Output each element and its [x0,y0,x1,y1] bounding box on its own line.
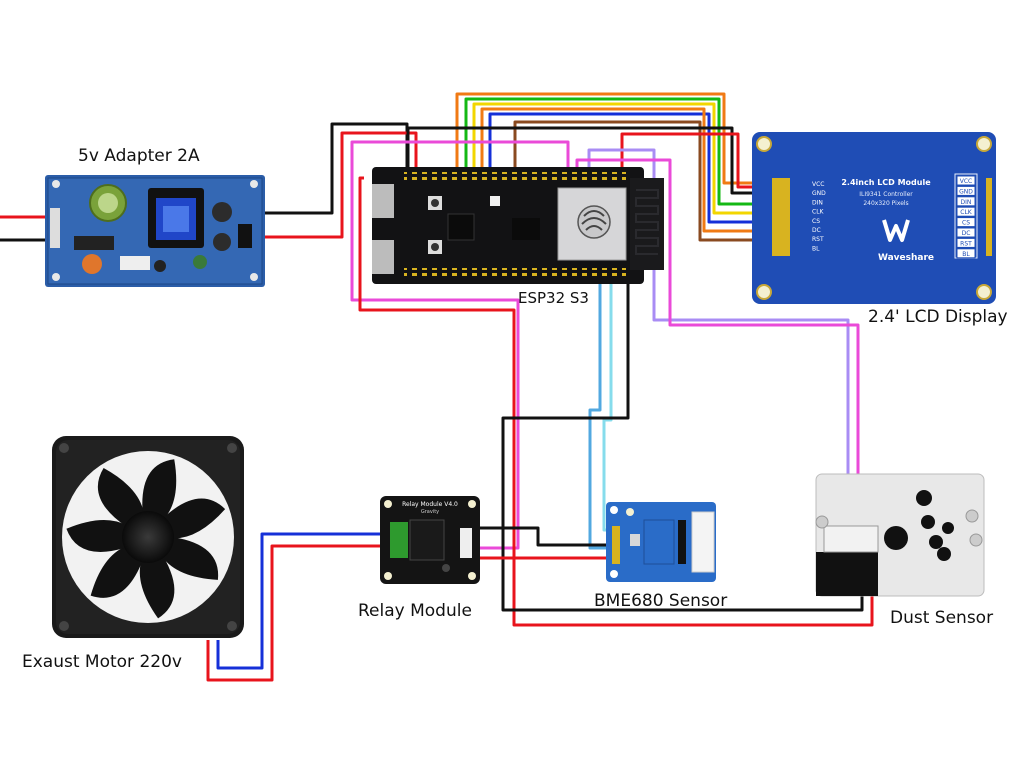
wire-bme-lightblue [588,284,612,550]
fan-blade [66,519,127,552]
lcd-controller: ILI9341 Controller [859,191,913,198]
lcd-left-pin-label: DIN [812,199,823,206]
dust-label: Dust Sensor [890,608,994,628]
lcd-brand: Waveshare [878,253,934,263]
lcd-left-pin-label: CS [812,218,820,225]
esp32-board [372,167,664,284]
lcd-pin-label: CS [962,220,970,227]
fan-blades [66,459,226,619]
wire-bme-cyan [602,284,613,532]
lcd-pin-labels: VCC GND DIN CLK CS DC RST BL [956,175,976,259]
lcd-left-pin-label: VCC [812,181,824,188]
bme680-board [606,502,716,582]
lcd-pin-label: DIN [961,199,972,206]
dust-sensor-body [815,473,985,597]
lcd-pin-label: DC [962,230,971,237]
wire-relay-bme-black [472,526,612,547]
lcd-pin-box [956,196,976,207]
lcd-pin-box [956,217,976,228]
lcd-pin-label: BL [962,251,970,258]
lcd-title: 2.4inch LCD Module [841,178,931,187]
wire-fan-blue [216,532,396,670]
lcd-pin-box [956,248,976,259]
fan-body [52,436,244,638]
wire-fan-red [206,544,396,682]
wire-lcd-vcc [455,92,790,185]
lcd-pin-box [956,227,976,238]
fan-blade [97,468,144,527]
wire-adapter-5v [258,131,418,239]
lcd-left-pin-label: BL [812,245,820,252]
wire-lcd-gnd [406,126,790,195]
wire-lcd-orange [480,107,790,233]
bme680-label: BME680 Sensor [594,591,728,611]
wire-relay-pink [350,140,570,550]
fan-blade [161,537,219,580]
lcd-pin-label: VCC [960,178,972,185]
esp32-label: ESP32 S3 [518,289,589,307]
wire-gnd-bottom [501,284,864,612]
waveshare-logo-icon [882,219,910,242]
lcd-left-pin-labels: VCC GND DIN CLK CS DC RST BL [812,181,826,252]
wire-relay-red-loop [358,176,874,627]
lcd-pin-label: CLK [960,209,973,216]
lcd-pin-box [956,206,976,217]
relay-title: Relay Module V4.0 [402,501,458,508]
lcd-left-pin-label: RST [812,236,824,243]
fan-label: Exaust Motor 220v [22,652,182,672]
lcd-board: 2.4inch LCD Module ILI9341 Controller 24… [752,132,996,304]
lcd-pin-box [956,185,976,196]
adapter-board [45,175,265,287]
relay-board: Relay Module V4.0 Gravity [380,496,480,584]
lcd-left-pin-label: DC [812,227,821,234]
fan-blade [139,555,175,619]
lcd-label: 2.4' LCD Display [868,307,1008,327]
fan-blade [142,459,177,520]
lcd-left-pin-label: CLK [812,209,825,216]
lcd-pixels: 240x320 Pixels [863,200,908,207]
wire-lcd-blue [488,112,790,224]
wire-dust-pink [575,158,860,545]
lcd-pin-box [956,237,976,248]
adapter-label: 5v Adapter 2A [78,146,200,166]
fan-blade [90,546,143,598]
wire-lcd-green [464,97,790,206]
lcd-pin-label: GND [959,188,973,195]
relay-sub: Gravity [421,509,439,515]
lcd-pin-label: RST [960,240,972,247]
relay-label: Relay Module [358,601,472,621]
lcd-pin-box [956,175,976,186]
lcd-left-pin-label: GND [812,190,826,197]
fan-blade [162,498,226,539]
